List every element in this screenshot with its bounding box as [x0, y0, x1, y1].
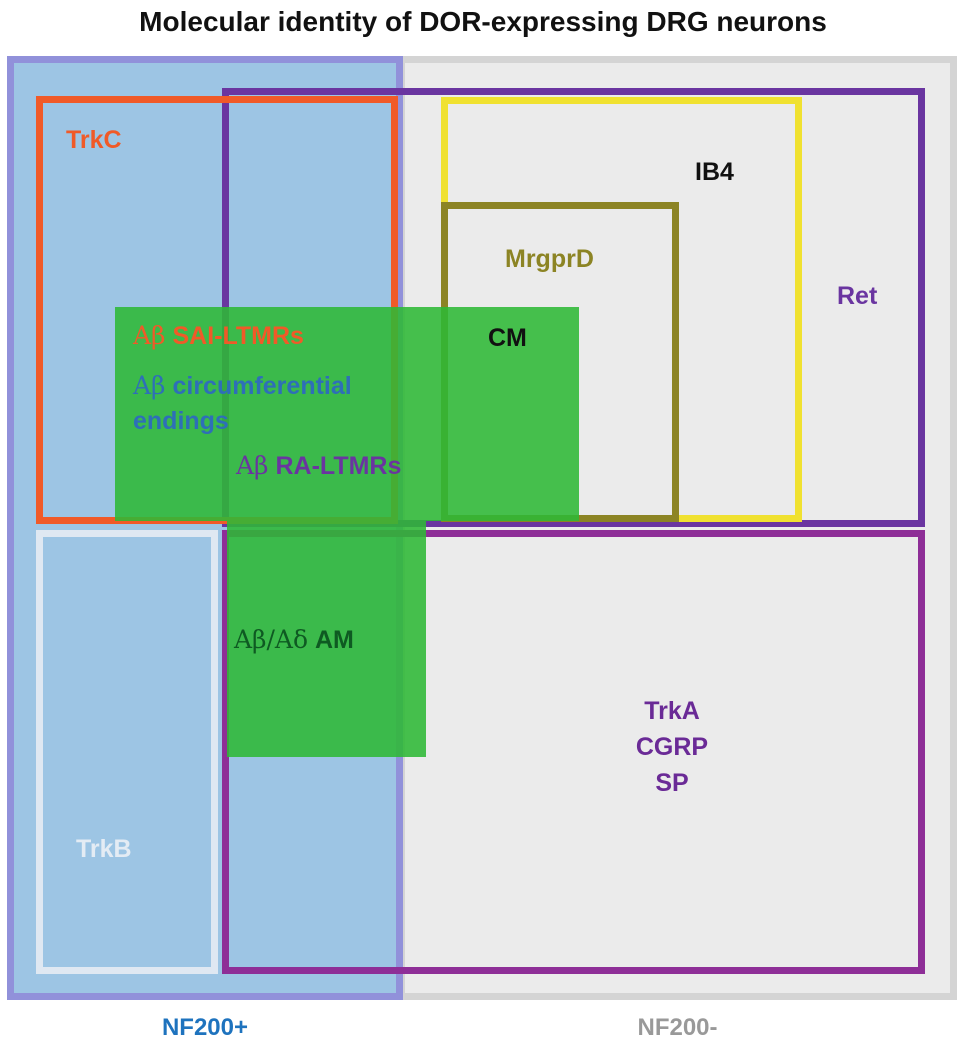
ra-greek-prefix: Aβ	[236, 451, 269, 480]
nf200-negative-label: NF200-	[637, 1014, 718, 1041]
ib4-label: IB4	[695, 158, 734, 186]
figure-title: Molecular identity of DOR-expressing DRG…	[139, 6, 827, 37]
sai-ltmr-label: Aβ SAI-LTMRs	[133, 321, 304, 351]
circumferential-endings-label: Aβ circumferential	[133, 371, 352, 401]
dor-positive-upper-area	[115, 307, 579, 521]
ra-ltmr-label: Aβ RA-LTMRs	[236, 451, 402, 481]
sai-greek-prefix: Aβ	[133, 321, 166, 350]
trkb-box	[36, 530, 218, 974]
trkb-label: TrkB	[76, 835, 132, 863]
am-label: Aβ/Aδ AM	[234, 625, 354, 655]
dor-positive-lower-area	[227, 521, 426, 757]
nf200-positive-label: NF200+	[161, 1014, 249, 1041]
trka-box	[222, 530, 925, 974]
circumferential-endings-line2: endings	[133, 407, 229, 435]
sp-label: SP	[655, 769, 689, 797]
trkc-label: TrkC	[66, 126, 122, 154]
cgrp-label: CGRP	[635, 733, 709, 761]
circ-line1: circumferential	[172, 372, 352, 400]
trka-label: TrkA	[644, 697, 700, 725]
circ-greek-prefix: Aβ	[133, 371, 166, 400]
am-text: AM	[315, 626, 354, 654]
am-greek-prefix: Aβ/Aδ	[234, 625, 309, 654]
cm-label: CM	[488, 324, 527, 352]
mrgprd-label: MrgprD	[505, 245, 594, 273]
ret-label: Ret	[837, 282, 878, 310]
sai-text: SAI-LTMRs	[172, 322, 304, 350]
ra-text: RA-LTMRs	[275, 452, 402, 480]
